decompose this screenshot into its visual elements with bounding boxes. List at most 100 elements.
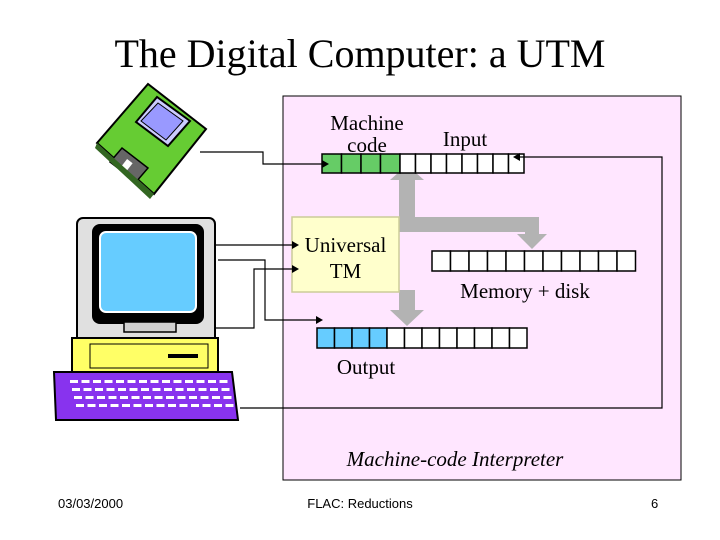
page-number: 6 <box>651 496 659 511</box>
output-cell <box>316 327 336 349</box>
keyboard-key <box>129 388 138 391</box>
keyboard-key <box>87 404 96 407</box>
output-arrow-head <box>390 310 424 326</box>
memory-cell <box>616 250 637 272</box>
input-cell <box>507 153 525 174</box>
keyboard-key <box>83 388 92 391</box>
input-cell <box>414 153 432 174</box>
input-cell <box>461 153 479 174</box>
input-cell <box>492 153 510 174</box>
utm-to-code-arrow-shaft <box>399 178 415 220</box>
keyboard-key <box>131 396 140 399</box>
output-cell <box>351 327 371 349</box>
memory-arrow-drop <box>525 217 539 236</box>
footer-title: FLAC: Reductions <box>307 496 413 511</box>
keyboard-key <box>154 396 163 399</box>
output-tape <box>316 327 528 349</box>
keyboard-key <box>198 388 207 391</box>
keyboard-key <box>116 380 124 383</box>
interpreter-label: Machine-code Interpreter <box>346 447 564 471</box>
flow-arrows <box>390 165 547 326</box>
keyboard-key <box>141 388 149 391</box>
keyboard-key <box>110 404 119 407</box>
memory-cell <box>597 250 618 272</box>
output-cell <box>333 327 353 349</box>
input-cell <box>399 153 417 174</box>
input-label: Input <box>442 127 488 151</box>
keyboard-key <box>164 388 172 391</box>
universal-tm-label: Universal TM <box>304 233 387 283</box>
keyboard-key <box>145 404 153 407</box>
keyboard-key <box>166 396 174 399</box>
output-cell <box>508 327 528 349</box>
keyboard-key <box>127 380 136 383</box>
keyboard-key <box>219 380 228 383</box>
keyboard-key <box>168 404 176 407</box>
keyboard-key <box>106 388 115 391</box>
keyboard-key <box>76 404 84 407</box>
connection-lines <box>200 151 663 409</box>
keyboard-key <box>177 396 186 399</box>
monitor-screen <box>99 231 197 313</box>
memory-cell <box>468 250 489 272</box>
input-tape <box>399 153 525 174</box>
output-cell <box>438 327 458 349</box>
computer-icon <box>52 217 240 421</box>
slide-title: The Digital Computer: a UTM <box>114 31 606 76</box>
keyboard-key <box>95 388 103 391</box>
output-label: Output <box>336 355 396 379</box>
memory-cell <box>579 250 600 272</box>
memory-tape <box>431 250 637 272</box>
machine-code-tape <box>321 153 401 174</box>
keyboard-key <box>173 380 182 383</box>
keyboard-key <box>139 380 147 383</box>
keyboard-key <box>118 388 126 391</box>
keyboard-key <box>108 396 117 399</box>
keyboard-key <box>152 388 161 391</box>
keyboard-key <box>179 404 188 407</box>
keyboard-key <box>185 380 193 383</box>
keyboard-key <box>162 380 170 383</box>
output-cell <box>368 327 388 349</box>
floppy-disk-icon <box>95 82 208 199</box>
keyboard-key <box>214 404 222 407</box>
output-cell <box>456 327 476 349</box>
keyboard-key <box>156 404 165 407</box>
keyboard-key <box>208 380 216 383</box>
keyboard-key <box>150 380 159 383</box>
input-cell <box>430 153 448 174</box>
keyboard-key <box>187 388 195 391</box>
memory-arrow-shaft <box>399 217 539 232</box>
keyboard-key <box>189 396 197 399</box>
memory-cell <box>449 250 470 272</box>
keyboard-key <box>120 396 128 399</box>
output-cell <box>403 327 423 349</box>
output-cell <box>421 327 441 349</box>
keyboard-key <box>191 404 199 407</box>
keyboard-key <box>70 380 78 383</box>
memory-cell <box>486 250 507 272</box>
keyboard-key <box>97 396 105 399</box>
output-arrow-shaft <box>399 290 415 312</box>
keyboard-key <box>202 404 211 407</box>
memory-arrow-head <box>517 234 547 249</box>
output-cell <box>491 327 511 349</box>
keyboard-key <box>210 388 218 391</box>
input-cell <box>445 153 463 174</box>
arrowheads <box>292 153 520 324</box>
keyboard-key <box>104 380 113 383</box>
keyboard-key <box>225 404 234 407</box>
memory-cell <box>431 250 452 272</box>
memory-cell <box>560 250 581 272</box>
output-cell <box>386 327 406 349</box>
keyboard-key <box>143 396 151 399</box>
keyboard-key <box>99 404 107 407</box>
keyboard-key <box>221 388 230 391</box>
memory-cell <box>505 250 526 272</box>
keyboard-key <box>122 404 130 407</box>
memory-disk-label: Memory + disk <box>460 279 590 303</box>
keyboard-key <box>223 396 232 399</box>
footer-date: 03/03/2000 <box>58 496 124 511</box>
universal-tm-box <box>291 216 400 293</box>
input-cell <box>476 153 494 174</box>
